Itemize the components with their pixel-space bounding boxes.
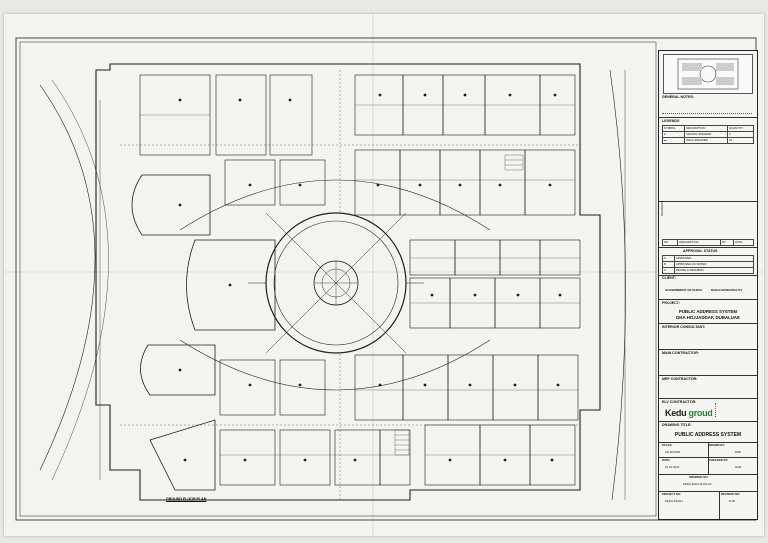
revision-header-date: DATE xyxy=(733,239,754,246)
road-curve-left-1 xyxy=(39,84,96,471)
drawing-border xyxy=(15,37,757,521)
drawn-by-label: DRAWN BY: xyxy=(709,443,725,447)
approval-text: REVISE & RESUBMIT xyxy=(673,267,755,274)
drawing-no-value: KEDU-DHA-HS-PA-GF xyxy=(683,482,712,486)
revision-header-no: NO. xyxy=(661,239,679,246)
project-location: DHA HOJJADDAF, DUBAI,UAE xyxy=(676,315,740,320)
kedu-logo-part-a: Kedu xyxy=(665,408,687,418)
lower-ring-arc xyxy=(179,339,491,391)
shop-grid-east xyxy=(409,239,581,329)
title-block: GENERAL NOTES: LEGENDS SYMBOL DESCRIPTIO… xyxy=(658,50,758,520)
dubai-govt-logo-text: GOVERNMENT OF DUBAI xyxy=(665,288,702,292)
key-plan-image xyxy=(677,58,739,90)
road-curve-left-2 xyxy=(51,79,109,481)
scale-label: SCALE: xyxy=(662,443,673,447)
kedu-logo-part-b: groud xyxy=(686,408,713,418)
project-no-label: PROJECT NO: xyxy=(662,492,682,496)
paper-fold-horizontal xyxy=(4,271,764,273)
main-contractor-heading: MAIN CONTRACTOR: xyxy=(662,351,699,355)
dubai-municipality-logo-text: DUBAI MUNICIPALITY xyxy=(711,288,743,292)
client-heading: CLIENT: xyxy=(662,276,676,280)
revision-header-description: DESCRIPTION xyxy=(677,239,722,246)
date-label: DATE: xyxy=(662,458,671,462)
drawing-title-heading: DRAWING TITLE: xyxy=(662,423,692,427)
drawing-no-label: DRAWING NO: xyxy=(689,475,709,479)
revisions-table: NO. DESCRIPTION BY DATE xyxy=(661,239,754,246)
legend-row-description: WALL SPEAKER xyxy=(684,137,728,144)
legends-heading: LEGENDS xyxy=(662,119,680,123)
southwest-wedge xyxy=(149,419,216,491)
approval-code: C xyxy=(662,267,675,274)
general-notes-heading: GENERAL NOTES: xyxy=(662,95,695,99)
revision-header-by: BY xyxy=(720,239,735,246)
drawing-sheet xyxy=(4,14,764,536)
legend-row-quantity: 16 xyxy=(727,137,754,144)
drawing-title: PUBLIC ADDRESS SYSTEM xyxy=(674,432,742,438)
speaker-symbols xyxy=(178,93,562,462)
checked-by-value: HAIZ xyxy=(735,465,742,469)
project-name: PUBLIC ADDRESS SYSTEM xyxy=(678,309,738,314)
elv-contractor-heading: ELV CONTRACTOR: xyxy=(662,400,697,404)
date-value: 10-01-2022 xyxy=(665,465,680,469)
revision-no-label: REVISION NO: xyxy=(721,492,741,496)
road-curve-right xyxy=(609,69,626,501)
left-pavilion-upper xyxy=(131,174,211,236)
checked-by-label: CHECKED BY: xyxy=(709,458,729,462)
central-atrium-ring xyxy=(273,220,399,346)
drawn-by-value: MSD xyxy=(735,450,742,454)
left-pavilion-lower xyxy=(140,344,216,396)
plan-area-border xyxy=(19,41,657,517)
wall-speaker-symbol-icon: ▬ xyxy=(661,137,686,144)
kedu-logo: Kedu groud xyxy=(665,408,713,419)
scale-value: AS SHOWN xyxy=(665,450,681,454)
building-outline xyxy=(95,63,601,501)
ground-floor-plan-label: GROUND FLOOR PLAN xyxy=(166,497,207,501)
revisions-label: REVISIONS xyxy=(660,200,664,216)
revision-no-value: R-00 xyxy=(729,499,736,503)
key-plan-thumbnail xyxy=(663,54,753,94)
contractor-contact-lines xyxy=(715,403,754,417)
corridors xyxy=(120,70,580,500)
upper-ring-arc xyxy=(179,179,491,231)
mep-contractor-heading: MEP CONTRACTOR: xyxy=(662,377,698,381)
interior-consultant-heading: INTERIOR CONSULTANT: xyxy=(662,325,706,329)
general-notes-text-lines xyxy=(662,101,752,114)
paper-fold-vertical xyxy=(372,14,374,536)
legend-table: SYMBOL DESCRIPTION QUANTITY ● CEILING SP… xyxy=(661,125,754,144)
approval-status-heading: APPROVAL STATUS xyxy=(683,249,718,253)
west-wing xyxy=(186,239,276,331)
partitions xyxy=(140,104,580,456)
shop-grid-south xyxy=(219,354,579,486)
project-no-value: KEDU-P22111 xyxy=(665,499,683,503)
staircases xyxy=(394,154,524,456)
project-heading: PROJECT: xyxy=(662,301,680,305)
